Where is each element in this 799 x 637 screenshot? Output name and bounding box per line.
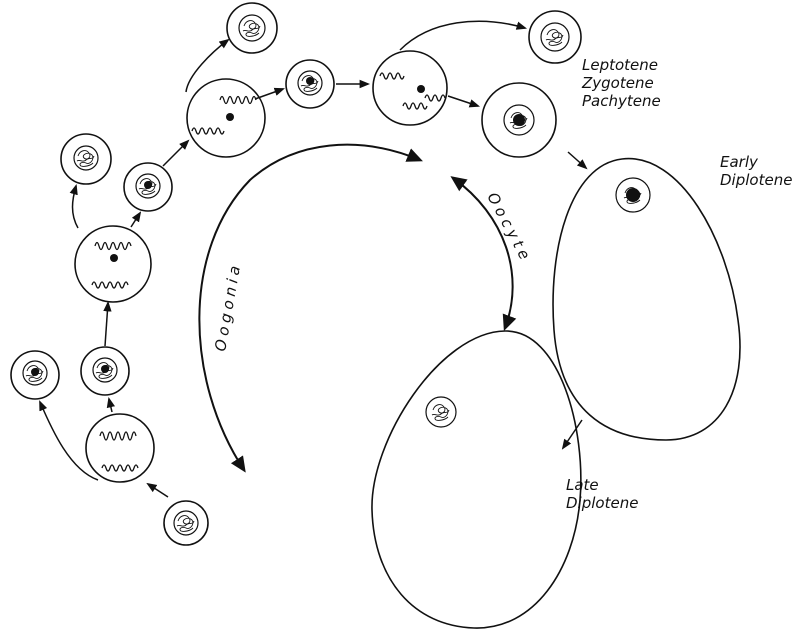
resting-cell-top-3 [529,11,581,63]
label-late-diplotene: Diplotene [566,494,638,512]
label-early-diplotene: Diplotene [720,171,792,189]
resting-cell-top-2 [286,60,334,108]
resting-cell-top-1 [227,3,277,53]
dividing-cell-2 [75,226,151,302]
oocyte-early-diplotene [553,159,740,440]
resting-cell-left-2 [81,347,129,395]
resting-cell-left-1 [11,351,59,399]
label-pachytene: Pachytene [582,92,661,110]
dividing-cell-1 [86,414,154,482]
label-early: Early [720,153,759,171]
dividing-cell-3 [187,79,265,157]
label-zygotene: Zygotene [581,74,654,92]
label-late: Late [566,476,599,494]
dividing-cell-4 [373,51,447,125]
label-oogonia: Oogonia [211,260,244,352]
resting-cell-bottom [164,501,208,545]
oocyte-late-diplotene [372,331,581,628]
resting-cell-left-3 [61,134,111,184]
label-leptotene: Leptotene [582,56,658,74]
resting-cell-left-4 [124,163,172,211]
oocyte-leptotene [482,83,556,157]
label-oocyte: Oocyte [483,189,535,266]
